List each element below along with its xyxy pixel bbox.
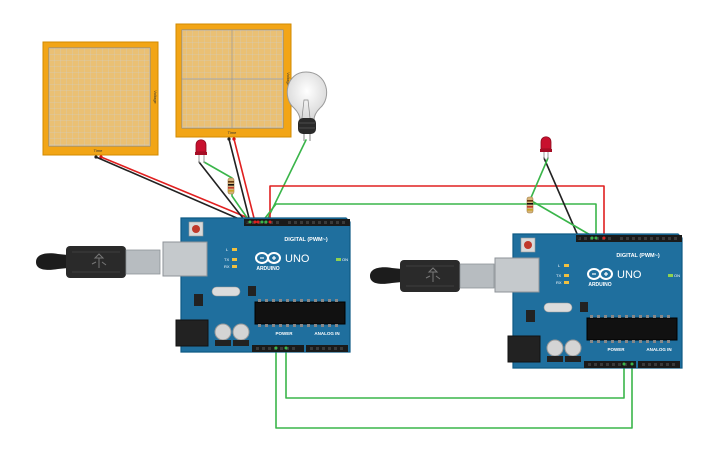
plotter-2[interactable]: Time Voltage: [175, 23, 292, 141]
digital-header-label: DIGITAL (PWM~): [616, 253, 660, 259]
wire-red-link[interactable]: [269, 185, 605, 237]
board-model: UNO: [285, 253, 310, 265]
analog-header-label: ANALOG IN: [646, 347, 671, 352]
led-label-tx: TX: [556, 273, 561, 278]
wire-green-power-2[interactable]: [275, 351, 633, 429]
on-label: ON: [342, 257, 348, 262]
plotter-2-x-label: Time: [228, 130, 238, 135]
lightbulb-icon[interactable]: [286, 71, 328, 141]
digital-header-label: DIGITAL (PWM~): [284, 237, 328, 243]
led-icon[interactable]: [195, 139, 207, 163]
plotter-2-y-label: Voltage: [286, 72, 291, 86]
led-label-rx: RX: [556, 280, 562, 285]
reset-button[interactable]: [192, 225, 200, 233]
usb-cable-icon[interactable]: [36, 246, 161, 278]
usb-cable-icon[interactable]: [370, 260, 495, 292]
wire-led2-black[interactable]: [543, 157, 579, 237]
resistor-icon[interactable]: [526, 196, 534, 214]
wire-endpoints: [244, 220, 634, 366]
board-brand: ARDUINO: [588, 282, 611, 288]
led-icon[interactable]: [540, 136, 552, 159]
plotter-1-x-label: Time: [94, 148, 104, 153]
power-header-label: POWER: [275, 331, 293, 336]
led-label-l: L: [558, 263, 561, 268]
led-label-rx: RX: [224, 264, 230, 269]
wire-green-link-top[interactable]: [261, 203, 597, 237]
resistor-icon[interactable]: [227, 177, 235, 195]
power-header-label: POWER: [607, 347, 625, 352]
plotter-1[interactable]: Time Voltage: [42, 41, 159, 159]
arduino-board-2[interactable]: DIGITAL (PWM~) L TX RX ON ARDUINO UNO PO…: [494, 233, 683, 369]
analog-header-label: ANALOG IN: [314, 331, 339, 336]
wire-green-power-1[interactable]: [285, 351, 625, 399]
arduino-logo-icon: [255, 252, 281, 264]
arduino-board-1[interactable]: DIGITAL (PWM~) L TX RX ON ARDUINO UNO: [162, 217, 351, 353]
wire-plotter2-red[interactable]: [233, 138, 256, 223]
board-brand: ARDUINO: [256, 266, 279, 272]
reset-button[interactable]: [524, 241, 532, 249]
wire-plotter1-black[interactable]: [95, 156, 247, 223]
wire-led1-black[interactable]: [198, 161, 247, 223]
plotter-1-y-label: Voltage: [153, 90, 158, 104]
on-label: ON: [674, 273, 680, 278]
wire-plotter2-black[interactable]: [228, 138, 251, 223]
led-label-tx: TX: [224, 257, 229, 262]
board-model: UNO: [617, 269, 642, 281]
led-label-l: L: [226, 247, 229, 252]
arduino-logo-icon: [587, 268, 613, 280]
wires: [95, 138, 633, 429]
wire-plotter1-red[interactable]: [100, 156, 259, 223]
